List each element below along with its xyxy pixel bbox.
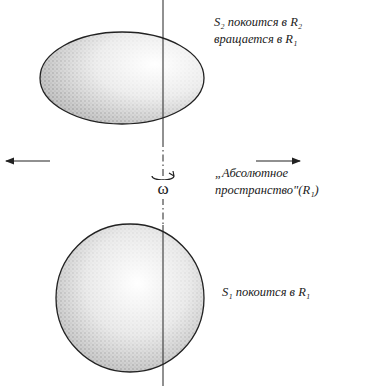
sphere-body xyxy=(56,224,204,372)
body-label: S₂ покоится в R₂ вращается в R₁ xyxy=(214,14,364,48)
omega-symbol: ω xyxy=(155,180,170,199)
rotation-axis xyxy=(163,0,164,140)
body-label: S₁ покоится в R₁ xyxy=(222,284,372,301)
ellipsoid-body xyxy=(40,32,204,124)
space-label: „Абсолютное пространство"(R₁) xyxy=(215,165,355,199)
